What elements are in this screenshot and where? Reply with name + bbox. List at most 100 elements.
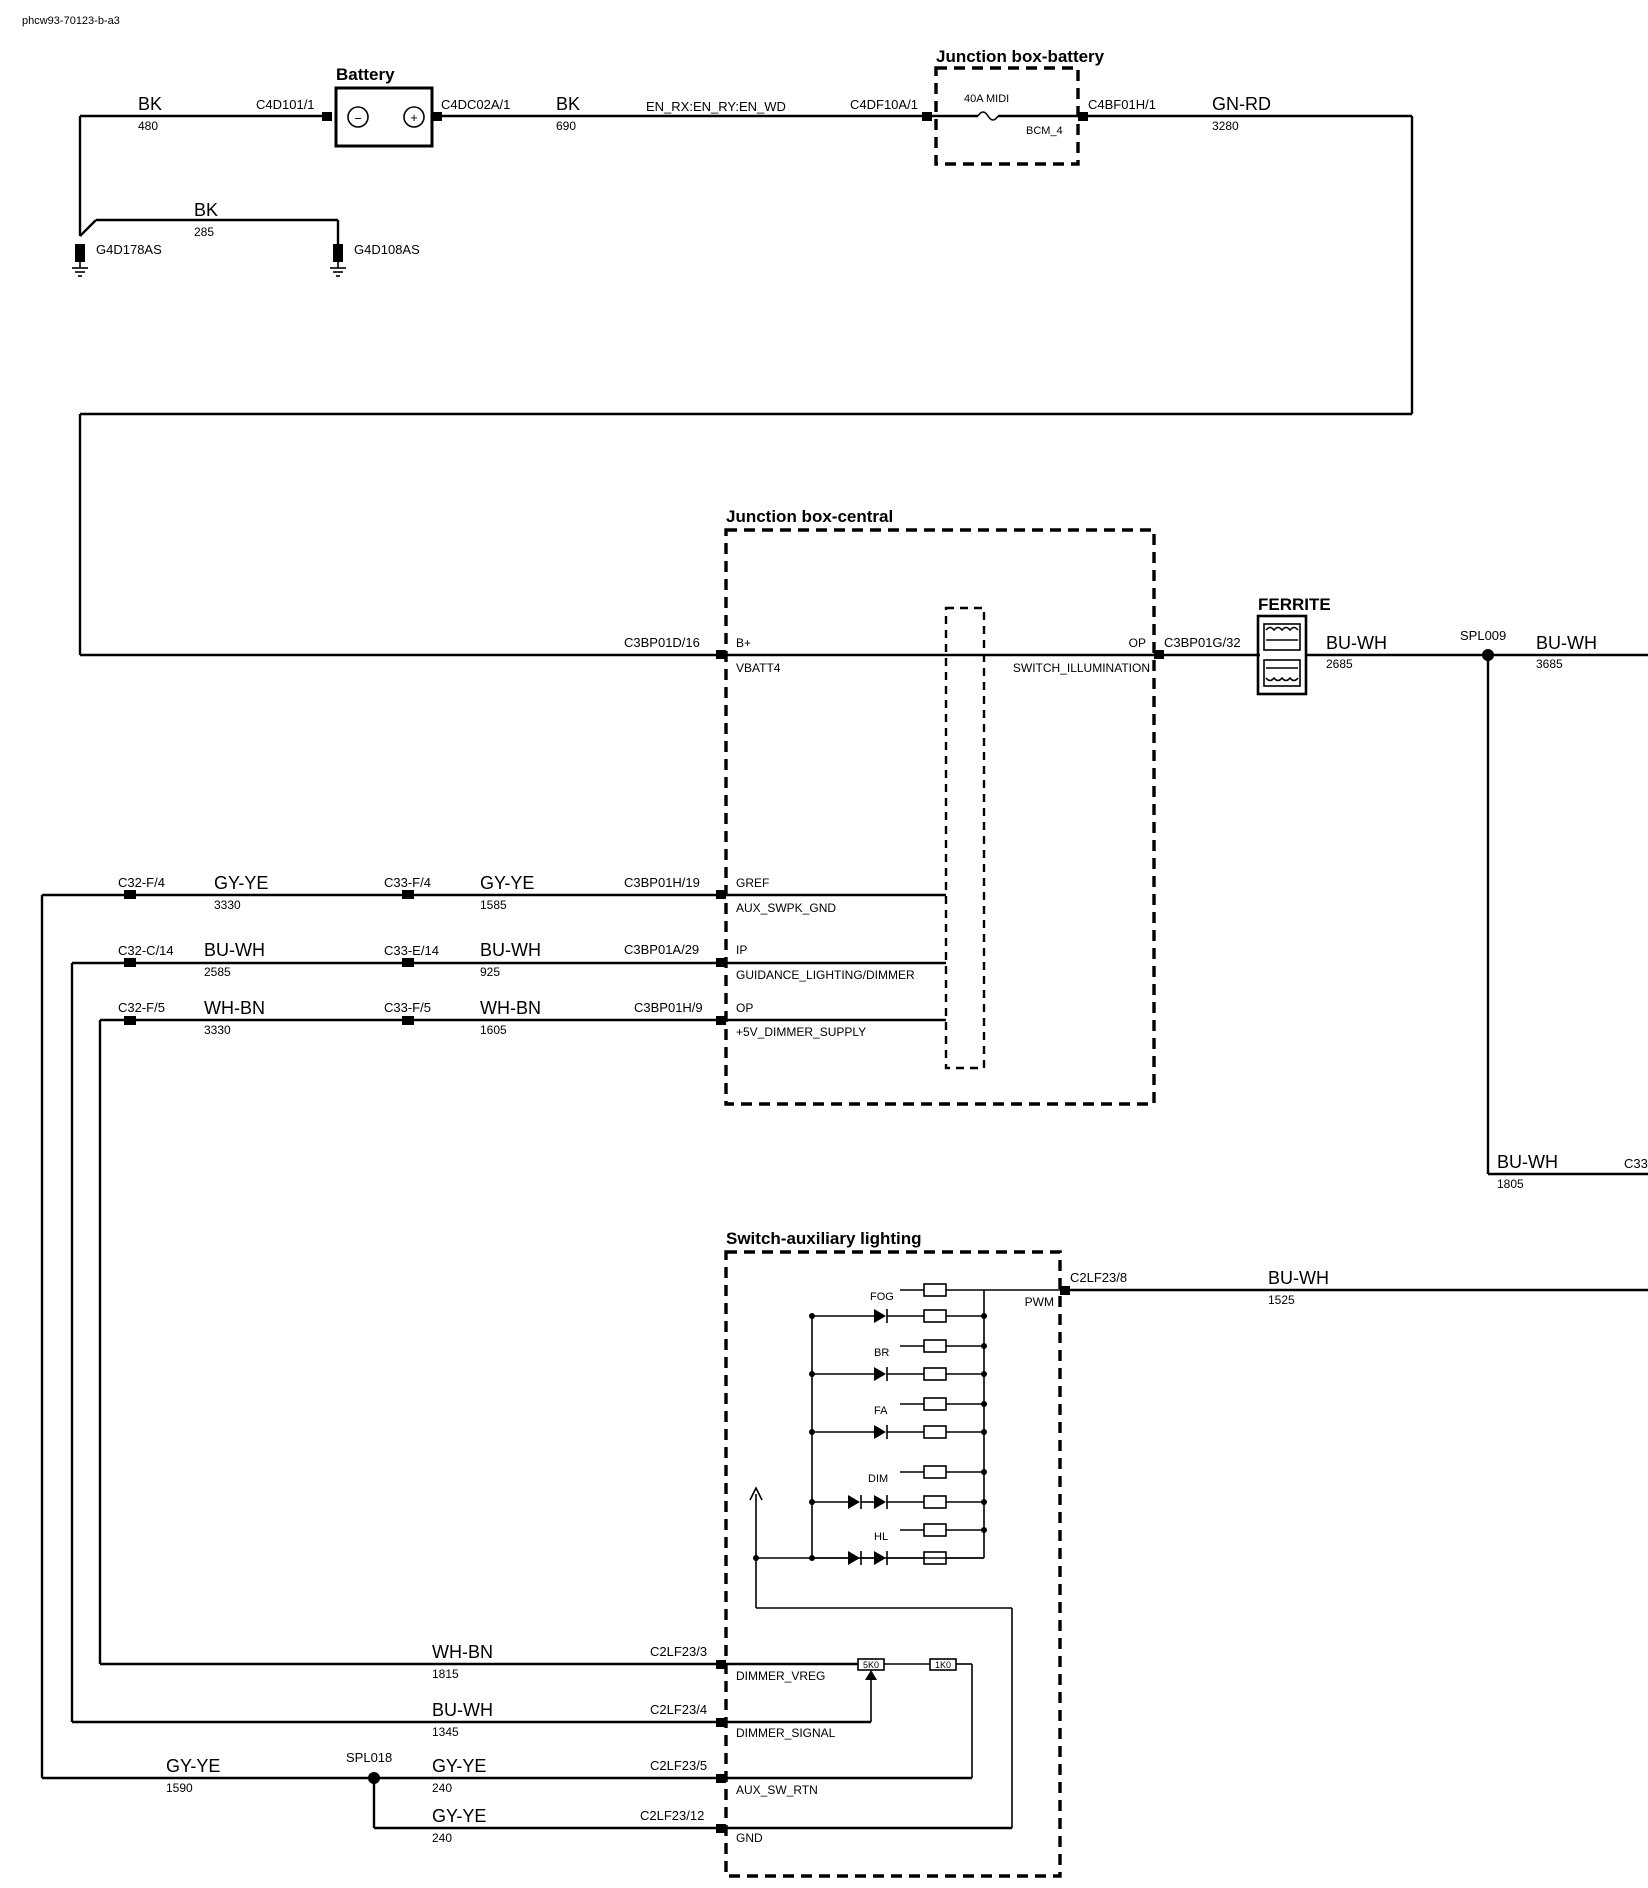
pin-name: DIMMER_VREG: [736, 1669, 825, 1683]
led-row-fa: FA: [809, 1397, 987, 1439]
wire-number: 690: [556, 119, 576, 133]
wire-color: GY-YE: [480, 873, 534, 893]
pin-type: OP: [736, 1001, 753, 1015]
wire-color: BK: [194, 200, 218, 220]
wire-number: 1605: [480, 1023, 507, 1037]
wire-color: BK: [138, 94, 162, 114]
splice-point: [368, 1772, 380, 1784]
pin-name: GUIDANCE_LIGHTING/DIMMER: [736, 968, 915, 982]
connector-label: C33-F/5: [384, 1000, 431, 1015]
pin-type: OP: [1129, 636, 1146, 650]
wire-number: 480: [138, 119, 158, 133]
battery-positive-terminal: +: [410, 110, 418, 125]
wire-number: 2685: [1326, 657, 1353, 671]
wire-number: 3330: [214, 898, 241, 912]
wire-color: BU-WH: [1536, 633, 1597, 653]
wire-color: BU-WH: [1268, 1268, 1329, 1288]
wire-number: 3685: [1536, 657, 1563, 671]
splice-label: SPL009: [1460, 628, 1506, 643]
led-label: FA: [874, 1405, 888, 1417]
switch-auxiliary-lighting-title: Switch-auxiliary lighting: [726, 1229, 922, 1248]
wire-color: GY-YE: [432, 1806, 486, 1826]
connector-label: C32-C/14: [118, 943, 174, 958]
wire-color: BU-WH: [480, 940, 541, 960]
pot-label: 1K0: [935, 1660, 951, 1670]
led-row-fog: FOG: [809, 1283, 987, 1323]
connector-label: C33-E/14: [384, 943, 439, 958]
fuse-rating: 40A MIDI: [964, 93, 1009, 105]
pot-label: 5K0: [863, 1660, 879, 1670]
pin-type: B+: [736, 636, 751, 650]
wire-color: BU-WH: [1326, 633, 1387, 653]
switch-auxiliary-lighting: Switch-auxiliary lighting PWM C2LF23/8 B…: [716, 1229, 1648, 1878]
led-label: DIM: [868, 1473, 888, 1485]
led-label: BR: [874, 1347, 889, 1359]
connector-label: C2LF23/5: [650, 1758, 707, 1773]
ground-label: G4D108AS: [354, 242, 420, 257]
wire-number: 1815: [432, 1667, 459, 1681]
connector-label: C32-F/5: [118, 1000, 165, 1015]
wire-number: 1585: [480, 898, 507, 912]
led-row-br: BR: [809, 1339, 987, 1381]
wire-color: GY-YE: [214, 873, 268, 893]
wire-number: 1805: [1497, 1177, 1524, 1191]
wire-color: GY-YE: [166, 1756, 220, 1776]
wire-color: WH-BN: [432, 1642, 493, 1662]
connector-label: C2LF23/3: [650, 1644, 707, 1659]
pin-name: AUX_SW_RTN: [736, 1783, 818, 1797]
ground-label: G4D178AS: [96, 242, 162, 257]
wire-number: 3280: [1212, 119, 1239, 133]
wire-number: 1345: [432, 1725, 459, 1739]
led-row-hl: HL: [809, 1523, 987, 1565]
wire-color: GN-RD: [1212, 94, 1271, 114]
connector-label: C2LF23/12: [640, 1808, 704, 1823]
ferrite-title: FERRITE: [1258, 595, 1331, 614]
pin-type: GREF: [736, 876, 769, 890]
pin-type: PWM: [1025, 1295, 1054, 1309]
connector-label: C3BP01H/9: [634, 1000, 703, 1015]
connector-label: C2LF23/4: [650, 1702, 707, 1717]
connector-label: C4D101/1: [256, 97, 315, 112]
battery-title: Battery: [336, 65, 395, 84]
connector-label: C32-F/4: [118, 875, 165, 890]
wire-color: BU-WH: [1497, 1152, 1558, 1172]
connector-label: C33: [1624, 1156, 1648, 1171]
pin-name: VBATT4: [736, 661, 781, 675]
connector-label: C2LF23/8: [1070, 1270, 1127, 1285]
connector-label: C4DF10A/1: [850, 97, 918, 112]
connector-label: C4BF01H/1: [1088, 97, 1156, 112]
ferrite-section: FERRITE BU-WH 2685 SPL009 BU-WH 3685 BU-…: [1164, 595, 1648, 1191]
ground-symbol: [330, 244, 346, 277]
ferrite: [1256, 614, 1308, 696]
connector-label: C3BP01D/16: [624, 635, 700, 650]
pin-name: AUX_SWPK_GND: [736, 901, 836, 915]
junction-box-battery-title: Junction box-battery: [936, 47, 1105, 66]
document-id: phcw93-70123-b-a3: [22, 15, 120, 27]
splice-label: SPL018: [346, 1750, 392, 1765]
battery-section: G4D178AS G4D108AS Battery − + BK 480 BK …: [72, 65, 922, 277]
wire-color: BU-WH: [432, 1700, 493, 1720]
wire-number: 925: [480, 965, 500, 979]
pin-type: IP: [736, 943, 747, 957]
pin-name: GND: [736, 1831, 763, 1845]
junction-box-central: Junction box-central C3BP01D/16 B+ VBATT…: [624, 507, 1241, 1106]
wire-color: GY-YE: [432, 1756, 486, 1776]
connector-label: C3BP01A/29: [624, 942, 699, 957]
connector-label: C33-F/4: [384, 875, 431, 890]
left-harness: C32-F/4 GY-YE 3330 C33-F/4 GY-YE 1585 C3…: [40, 873, 716, 1845]
wire-color: WH-BN: [480, 998, 541, 1018]
led-label: FOG: [870, 1291, 894, 1303]
wire-number: 3330: [204, 1023, 231, 1037]
net-label: EN_RX:EN_RY:EN_WD: [646, 99, 786, 114]
wire-number: 1590: [166, 1781, 193, 1795]
connector-label: C3BP01H/19: [624, 875, 700, 890]
wire-color: BK: [556, 94, 580, 114]
wire-color: BU-WH: [204, 940, 265, 960]
wire-color: WH-BN: [204, 998, 265, 1018]
pin-name: SWITCH_ILLUMINATION: [1013, 661, 1150, 675]
wire-number: 2585: [204, 965, 231, 979]
wire-number: 240: [432, 1831, 452, 1845]
wire-number: 285: [194, 225, 214, 239]
battery-negative-terminal: −: [354, 111, 362, 126]
